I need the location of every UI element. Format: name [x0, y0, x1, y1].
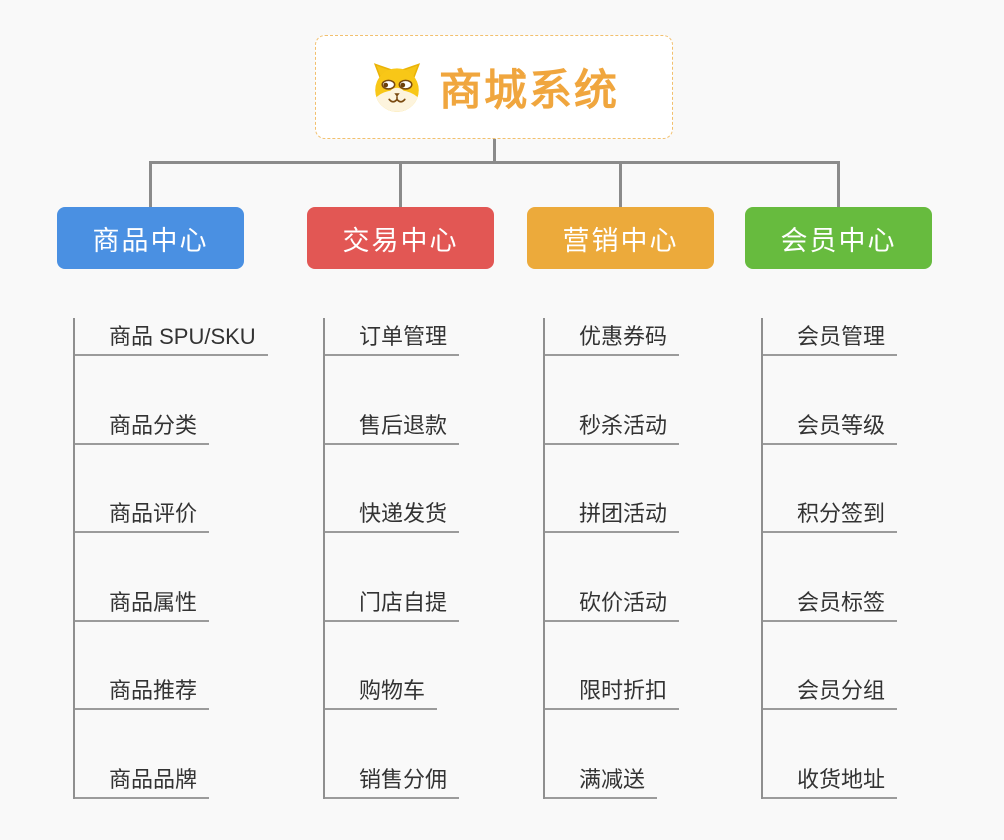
sub-topic[interactable]: 会员分组	[763, 672, 898, 710]
sub-topic[interactable]: 快递发货	[325, 495, 460, 533]
sub-topic[interactable]: 商品分类	[75, 407, 210, 445]
connector-drop-1	[149, 161, 152, 207]
sub-topic[interactable]: 商品推荐	[75, 672, 210, 710]
sub-topic[interactable]: 商品 SPU/SKU	[75, 318, 268, 356]
sub-topic[interactable]: 优惠券码	[545, 318, 680, 356]
branch-sublist: 优惠券码秒杀活动拼团活动砍价活动限时折扣满减送	[543, 318, 767, 799]
root-topic[interactable]: 商城系统	[315, 35, 673, 139]
connector-drop-2	[399, 161, 402, 207]
connector-drop-4	[837, 161, 840, 207]
branch-product-center: 商品中心 商品 SPU/SKU 商品分类商品评价商品属性商品推荐商品品牌	[57, 207, 297, 799]
branch-header-trade-center[interactable]: 交易中心	[307, 207, 494, 269]
sub-topic[interactable]: 秒杀活动	[545, 407, 680, 445]
sub-topic[interactable]: 订单管理	[325, 318, 460, 356]
sub-topic[interactable]: 销售分佣	[325, 761, 460, 799]
sub-topic[interactable]: 商品属性	[75, 584, 210, 622]
sub-topic[interactable]: 会员标签	[763, 584, 898, 622]
branch-trade-center: 交易中心 订单管理售后退款快递发货门店自提购物车销售分佣	[307, 207, 547, 799]
connector-bus	[149, 161, 839, 164]
sub-topic[interactable]: 门店自提	[325, 584, 460, 622]
sub-topic[interactable]: 满减送	[545, 761, 658, 799]
sub-topic[interactable]: 限时折扣	[545, 672, 680, 710]
dog-face-icon	[373, 63, 421, 112]
sub-topic[interactable]: 商品评价	[75, 495, 210, 533]
connector-drop-3	[619, 161, 622, 207]
sub-topic[interactable]: 砍价活动	[545, 584, 680, 622]
branch-header-marketing-center[interactable]: 营销中心	[527, 207, 714, 269]
root-title: 商城系统	[439, 67, 619, 115]
connector-root-trunk	[493, 139, 496, 164]
branch-header-product-center[interactable]: 商品中心	[57, 207, 244, 269]
branch-sublist: 订单管理售后退款快递发货门店自提购物车销售分佣	[323, 318, 547, 799]
branch-member-center: 会员中心 会员管理会员等级积分签到会员标签会员分组收货地址	[745, 207, 985, 799]
sub-topic[interactable]: 会员等级	[763, 407, 898, 445]
sub-topic[interactable]: 会员管理	[763, 318, 898, 356]
sub-topic[interactable]: 收货地址	[763, 761, 898, 799]
sub-topic[interactable]: 购物车	[325, 672, 438, 710]
sub-topic[interactable]: 拼团活动	[545, 495, 680, 533]
sub-topic[interactable]: 积分签到	[763, 495, 898, 533]
branch-sublist: 商品 SPU/SKU 商品分类商品评价商品属性商品推荐商品品牌	[73, 318, 297, 799]
branch-header-member-center[interactable]: 会员中心	[745, 207, 932, 269]
branch-marketing-center: 营销中心 优惠券码秒杀活动拼团活动砍价活动限时折扣满减送	[527, 207, 767, 799]
branch-sublist: 会员管理会员等级积分签到会员标签会员分组收货地址	[761, 318, 985, 799]
sub-topic[interactable]: 商品品牌	[75, 761, 210, 799]
sub-topic[interactable]: 售后退款	[325, 407, 460, 445]
